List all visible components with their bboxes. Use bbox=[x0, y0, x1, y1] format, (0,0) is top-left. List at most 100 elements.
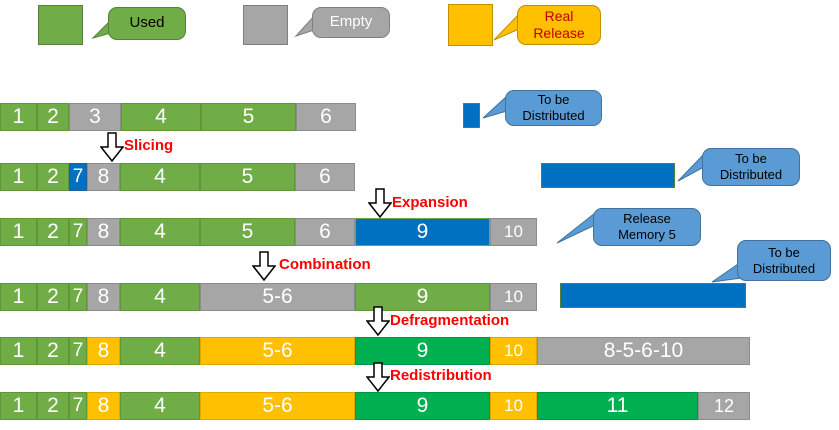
memory-block-4-used: 4 bbox=[121, 103, 201, 131]
memory-block-2-used: 2 bbox=[37, 337, 69, 365]
to-be-distributed-rect bbox=[541, 163, 675, 188]
memory-block-5-6-real: 5-6 bbox=[200, 337, 355, 365]
memory-block-8-empty: 8 bbox=[87, 218, 120, 246]
memory-block-5-used: 5 bbox=[201, 103, 296, 131]
legend-empty-bubble: Empty bbox=[312, 7, 390, 38]
arrow-label-defragmentation: Defragmentation bbox=[390, 312, 510, 329]
memory-block-1-used: 1 bbox=[0, 163, 37, 191]
memory-block-label: 9 bbox=[416, 339, 429, 362]
flow-arrow-redistribution-icon bbox=[365, 362, 391, 397]
memory-block-label: 4 bbox=[154, 165, 166, 188]
memory-block-8-5-6-10-empty: 8-5-6-10 bbox=[537, 337, 750, 365]
memory-block-label: 9 bbox=[416, 394, 429, 417]
memory-block-1-used: 1 bbox=[0, 283, 37, 311]
legend-empty-label: Empty bbox=[329, 13, 373, 31]
memory-block-label: 1 bbox=[12, 285, 25, 308]
memory-block-label: 11 bbox=[606, 394, 629, 417]
memory-block-label: 6 bbox=[319, 220, 331, 243]
memory-block-10-real: 10 bbox=[490, 337, 537, 365]
memory-block-label: 4 bbox=[154, 339, 166, 362]
arrow-label-expansion: Expansion bbox=[392, 194, 468, 211]
callout-tail bbox=[493, 12, 520, 41]
memory-block-label: 8 bbox=[97, 339, 110, 362]
callout-release-memory-5-bubble: Release Memory 5 bbox=[593, 208, 701, 246]
memory-block-label: 10 bbox=[504, 396, 523, 415]
memory-block-4-used: 4 bbox=[120, 337, 200, 365]
memory-block-label: 2 bbox=[47, 285, 59, 308]
memory-block-label: 6 bbox=[319, 165, 331, 188]
memory-block-label: 7 bbox=[72, 221, 84, 242]
memory-block-label: 12 bbox=[713, 395, 735, 416]
memory-block-1-used: 1 bbox=[0, 392, 37, 420]
flow-arrow-expansion-icon bbox=[367, 188, 393, 223]
memory-block-10-empty: 10 bbox=[490, 283, 537, 311]
callout-to-be-distributed-bubble: To be Distributed bbox=[505, 90, 602, 126]
memory-block-label: 10 bbox=[504, 222, 523, 241]
callout-tail bbox=[482, 94, 508, 119]
memory-block-label: 1 bbox=[12, 220, 25, 243]
memory-block-1-used: 1 bbox=[0, 337, 37, 365]
memory-block-7-used: 7 bbox=[69, 392, 87, 420]
memory-block-label: 5 bbox=[241, 220, 254, 243]
memory-block-10-empty: 10 bbox=[490, 218, 537, 246]
memory-block-label: 5 bbox=[241, 165, 254, 188]
memory-block-label: 5-6 bbox=[262, 394, 293, 417]
callout-to-be-distributed-bubble: To be Distributed bbox=[737, 240, 831, 281]
memory-block-label: 5-6 bbox=[262, 285, 293, 308]
memory-block-2-used: 2 bbox=[37, 283, 69, 311]
memory-block-label: 8 bbox=[97, 165, 110, 188]
memory-block-label: 1 bbox=[12, 165, 25, 188]
memory-block-7-used: 7 bbox=[69, 337, 87, 365]
memory-block-9-release: 9 bbox=[355, 392, 490, 420]
legend-used-label: Used bbox=[129, 14, 165, 32]
memory-block-label: 1 bbox=[12, 339, 25, 362]
memory-block-7-used: 7 bbox=[69, 218, 87, 246]
memory-block-11-release: 11 bbox=[537, 392, 698, 420]
memory-block-9-release: 9 bbox=[355, 337, 490, 365]
memory-block-10-real: 10 bbox=[490, 392, 537, 420]
memory-block-8-real: 8 bbox=[87, 337, 120, 365]
memory-block-label: 10 bbox=[504, 287, 523, 306]
memory-block-label: 2 bbox=[47, 394, 59, 417]
callout-label: To be Distributed bbox=[522, 92, 585, 123]
memory-block-4-used: 4 bbox=[120, 392, 200, 420]
memory-block-4-used: 4 bbox=[120, 218, 200, 246]
memory-block-label: 7 bbox=[72, 340, 84, 361]
arrow-label-combination: Combination bbox=[279, 256, 371, 273]
memory-block-label: 4 bbox=[154, 220, 166, 243]
memory-block-1-used: 1 bbox=[0, 218, 37, 246]
memory-block-label: 4 bbox=[154, 394, 166, 417]
memory-block-label: 7 bbox=[72, 286, 84, 307]
memory-block-5-used: 5 bbox=[200, 218, 295, 246]
memory-block-5-6-empty: 5-6 bbox=[200, 283, 355, 311]
legend-real-release-bubble: Real Release bbox=[517, 5, 601, 45]
memory-block-label: 8 bbox=[97, 394, 110, 417]
to-be-distributed-rect bbox=[463, 103, 480, 128]
memory-block-label: 1 bbox=[12, 105, 25, 128]
legend-empty-square bbox=[243, 5, 288, 45]
memory-block-label: 2 bbox=[47, 105, 59, 128]
memory-block-label: 7 bbox=[72, 395, 84, 416]
memory-block-label: 6 bbox=[320, 105, 332, 128]
memory-block-8-empty: 8 bbox=[87, 163, 120, 191]
memory-block-label: 2 bbox=[47, 339, 59, 362]
memory-block-6-empty: 6 bbox=[296, 103, 356, 131]
memory-block-8-empty: 8 bbox=[87, 283, 120, 311]
arrow-label-slicing: Slicing bbox=[124, 137, 174, 154]
memory-block-4-used: 4 bbox=[120, 283, 200, 311]
memory-block-6-empty: 6 bbox=[295, 218, 355, 246]
memory-block-label: 10 bbox=[504, 341, 523, 360]
callout-tail bbox=[677, 152, 705, 182]
memory-block-8-real: 8 bbox=[87, 392, 120, 420]
legend-real-release-square bbox=[448, 4, 493, 46]
memory-block-7-used: 7 bbox=[69, 283, 87, 311]
flow-arrow-defragmentation-icon bbox=[365, 306, 391, 341]
